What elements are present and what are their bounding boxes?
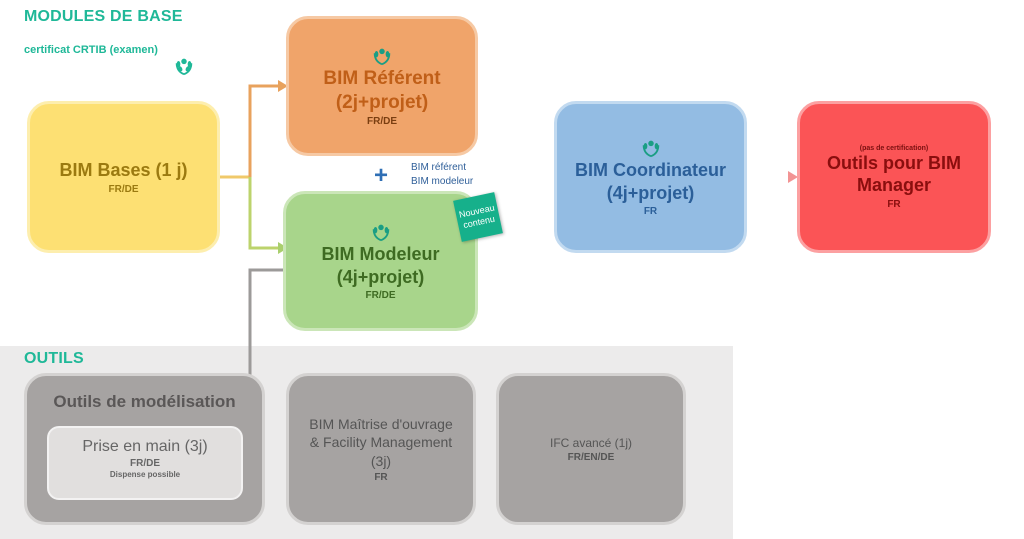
laurel-icon [642,140,659,158]
tools-maitrise-duration: (3j) [370,452,392,469]
module-bim-referent-title: BIM Référent [323,67,441,89]
module-bim-modeleur-lang: FR/DE [365,290,396,301]
arrowhead-manager [788,171,798,183]
tools-maitrise-title-line1: BIM Maîtrise d'ouvrage [309,416,453,433]
tools-prise-en-main-note: Dispense possible [109,470,181,479]
laurel-icon [175,58,193,76]
tools-maitrise-title-line2: & Facility Management [309,434,453,451]
connector-label-referent: BIM référent [411,162,467,173]
module-bim-manager-tools[interactable]: (pas de certification) Outils pour BIM M… [797,101,991,253]
module-bim-coordinateur[interactable]: BIM Coordinateur (4j+projet) FR [554,101,747,253]
tools-ifc-title: IFC avancé (1j) [549,435,633,450]
section-title-base: MODULES DE BASE [24,8,183,25]
connector-label-modeleur: BIM modeleur [411,176,474,187]
tools-maitrise-ouvrage[interactable]: BIM Maîtrise d'ouvrage & Facility Manage… [286,373,476,525]
tools-ifc-avance[interactable]: IFC avancé (1j) FR/EN/DE [496,373,686,525]
module-bim-modeleur-title: BIM Modeleur [321,244,440,264]
tools-maitrise-lang: FR [374,471,388,483]
tools-modelisation-title: Outils de modélisation [53,392,236,411]
connector-tools [248,268,286,376]
plus-symbol: + [374,162,389,189]
tools-prise-en-main-title: Prise en main (3j) [82,438,208,455]
module-bim-manager-lang: FR [887,198,901,210]
module-bim-referent[interactable]: BIM Référent (2j+projet) FR/DE [286,16,478,156]
module-bim-manager-title: Outils pour BIM [827,152,961,173]
module-bim-manager-note: (pas de certification) [859,144,929,152]
connector-to-referent [248,84,278,177]
tools-modelisation[interactable]: Outils de modélisation Prise en main (3j… [24,373,265,525]
module-bim-manager-title-line2: Manager [856,175,932,195]
module-bim-modeleur-duration: (4j+projet) [336,266,425,287]
module-bim-coordinateur-duration: (4j+projet) [606,182,695,203]
arrowhead-referent [278,80,288,92]
tools-ifc-lang: FR/EN/DE [567,451,615,463]
laurel-icon [372,224,389,242]
section-title-tools: OUTILS [24,350,84,367]
module-bim-referent-lang: FR/DE [367,116,397,128]
module-bim-coordinateur-title: BIM Coordinateur [575,160,726,180]
module-bim-modeleur[interactable]: BIM Modeleur (4j+projet) FR/DE [283,191,478,331]
module-bim-coordinateur-lang: FR [643,206,658,217]
laurel-icon [373,48,391,65]
connector-to-modeleur [248,177,278,250]
module-bim-bases[interactable]: BIM Bases (1 j) FR/DE [27,101,220,253]
tools-prise-en-main-lang: FR/DE [130,458,160,469]
certificate-note: certificat CRTIB (examen) [24,44,158,56]
module-bim-referent-duration: (2j+projet) [335,91,429,113]
module-bim-bases-title: BIM Bases (1 j) [59,160,188,181]
new-content-badge: Nouveau contenu [453,192,503,242]
module-bim-bases-lang: FR/DE [108,183,139,195]
tools-prise-en-main[interactable]: Prise en main (3j) FR/DE Dispense possib… [47,426,243,500]
